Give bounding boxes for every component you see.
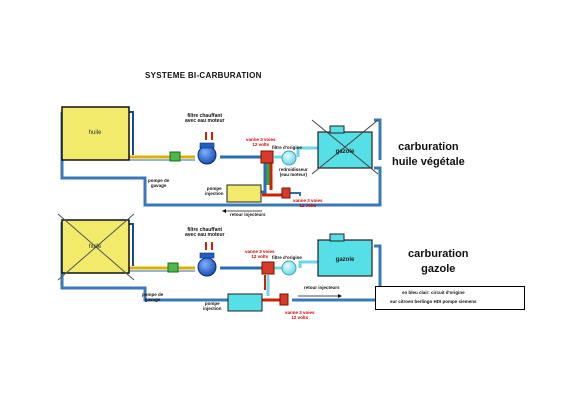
top-diesel-line [296,146,318,157]
bottom-primer-pump [167,262,179,273]
bottom-diesel-tank [317,239,373,277]
top-injection-pump-label: pompe injection [205,186,224,196]
top-3way-valve [260,150,274,164]
top-heated-filter-label: filtre chauffant avec eau moteur [185,113,225,125]
top-origin-filter [281,150,297,166]
bottom-injection-pump [227,293,263,312]
legend-line-2: sur citroen berlingo HDI pompe siemens [390,299,477,304]
bottom-3way-valve [261,261,275,275]
bottom-primer-pump-label: pompe de gavage [142,292,164,302]
top-oil-tank [61,106,130,161]
top-diesel-tank-label: gazole [336,149,355,155]
bottom-heated-filter-label: filtre chauffant avec eau moteur [185,227,225,239]
bottom-right-pipe [292,244,382,302]
bottom-return-label: retour injecteurs [304,285,340,290]
top-return-pipe [60,112,382,207]
top-valve2-label: vanne 3 voies 12 volts [293,198,323,208]
top-heading: carburation huile végétale [392,141,465,168]
top-cooler-label: redroidisseur (eau moteur) [279,167,308,177]
bottom-3way-valve-2 [279,293,289,306]
bottom-engine-water [205,242,213,250]
bottom-oil-tank-label: huile [89,244,102,250]
bottom-diesel-tank-label: gazole [336,257,355,263]
legend-box: en bleu clair: circuit d'origine sur cit… [375,286,525,310]
bottom-heading: carburation gazole [408,248,469,275]
bottom-heated-filter [197,257,217,277]
top-3way-valve-2 [281,187,291,199]
bottom-valve-label: vanne 3 voies 12 volts [245,249,275,259]
top-origin-filter-label: filtre d'origine [272,145,302,150]
legend-line-1: en bleu clair: circuit d'origine [402,290,465,295]
top-oil-tank-label: huile [89,130,102,136]
page-title: SYSTEME BI-CARBURATION [145,71,262,80]
bottom-injection-pump-label: pompe injection [203,301,222,311]
top-injection-pump [226,184,262,203]
bottom-valve2-label: vanne 3 voies 12 volts [285,310,315,320]
top-outer-pipe [374,118,382,160]
bottom-origin-filter-label: filtre d'origine [272,255,302,260]
top-primer-pump [169,151,181,162]
top-engine-water [205,132,213,140]
bottom-diesel-line [298,260,318,268]
top-return-label: retour injecteurs [230,212,266,217]
top-primer-pump-label: pompe de gavage [148,178,170,188]
top-valve-label: vanne 3 voies 12 volts [246,137,276,147]
top-heated-filter [197,145,217,165]
bottom-origin-filter [281,260,297,276]
